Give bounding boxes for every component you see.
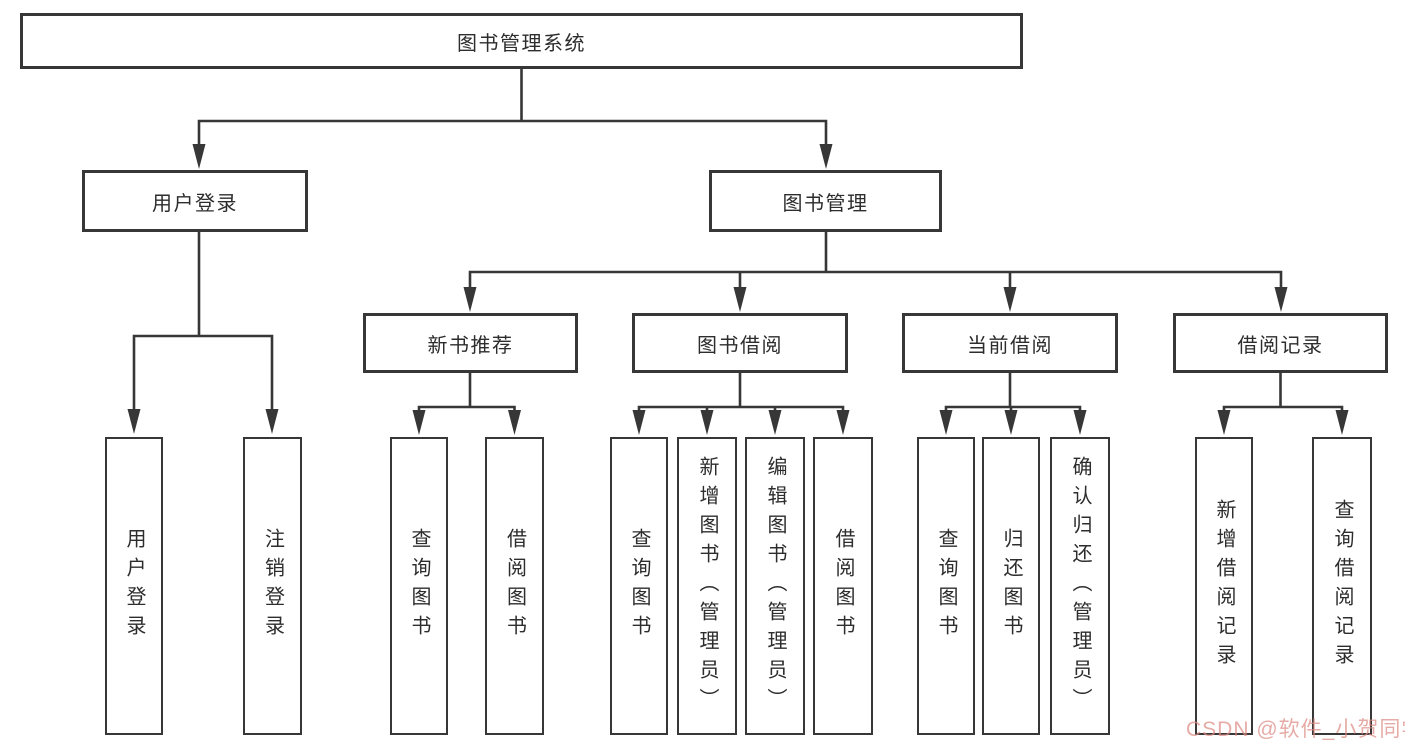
node-label: 用户登录 — [152, 192, 238, 215]
arrowhead — [192, 144, 206, 169]
connector-borrow-to-leaves — [637, 373, 845, 411]
connector-userlogin-to-leaves — [132, 231, 274, 410]
arrowhead — [836, 410, 850, 435]
node-new-book-recommend: 新书推荐 — [363, 313, 578, 373]
node-current-confirm-return-admin: 确认归还（管理员） — [1050, 437, 1110, 735]
node-label: 新增借阅记录 — [1213, 499, 1235, 673]
node-label: 借阅记录 — [1237, 334, 1324, 357]
watermark: CSDN @软件_小贺同学 — [1186, 718, 1405, 741]
arrowhead — [1073, 410, 1087, 435]
connector-record-to-leaves — [1222, 373, 1344, 411]
node-book-management: 图书管理 — [709, 170, 942, 232]
connector-bookmgmt-to-level3 — [468, 231, 1283, 288]
node-label: 图书管理 — [782, 192, 869, 215]
node-root-system: 图书管理系统 — [20, 13, 1023, 69]
arrowhead — [508, 410, 521, 435]
arrowhead — [939, 410, 953, 435]
arrowhead — [1003, 287, 1017, 312]
node-login-user-login: 用户登录 — [105, 437, 163, 735]
arrowhead — [1274, 287, 1288, 312]
node-label: 确认归还（管理员） — [1069, 455, 1091, 717]
node-borrow-borrow-book: 借阅图书 — [813, 437, 873, 735]
node-record-query-record: 查询借阅记录 — [1312, 437, 1372, 735]
node-book-borrow: 图书借阅 — [632, 313, 848, 373]
node-recommend-borrow-book: 借阅图书 — [485, 437, 544, 735]
arrowheads — [127, 144, 1349, 435]
node-label: 注销登录 — [261, 528, 284, 644]
arrowhead — [265, 409, 279, 434]
node-login-logout: 注销登录 — [243, 437, 302, 735]
node-label: 用户登录 — [123, 528, 145, 644]
node-label: 新书推荐 — [427, 334, 514, 357]
node-label: 查询图书 — [628, 528, 650, 644]
node-label: 编辑图书（管理员） — [764, 455, 786, 717]
node-label: 借阅图书 — [503, 528, 526, 644]
node-label: 图书管理系统 — [457, 32, 586, 55]
arrowhead — [700, 410, 714, 435]
arrowhead — [768, 410, 782, 435]
node-label: 归还图书 — [1000, 528, 1022, 644]
arrowhead — [412, 410, 426, 435]
node-borrow-record: 借阅记录 — [1173, 313, 1388, 373]
arrowhead — [733, 287, 747, 312]
node-record-add-record: 新增借阅记录 — [1195, 437, 1253, 735]
node-user-login: 用户登录 — [82, 170, 308, 232]
arrowhead — [463, 287, 477, 312]
node-label: 查询借阅记录 — [1331, 499, 1353, 673]
node-borrow-add-book-admin: 新增图书（管理员） — [677, 437, 737, 735]
node-label: 图书借阅 — [697, 334, 783, 357]
node-borrow-edit-book-admin: 编辑图书（管理员） — [745, 437, 805, 735]
arrowhead — [819, 144, 833, 169]
connector-recommend-to-leaves — [417, 373, 516, 411]
node-label: 借阅图书 — [832, 528, 854, 644]
arrowhead — [1004, 410, 1018, 435]
node-current-return-book: 归还图书 — [982, 437, 1040, 735]
arrowhead — [127, 409, 141, 434]
node-current-borrow: 当前借阅 — [902, 313, 1118, 373]
arrowhead — [1335, 410, 1349, 435]
node-recommend-query-book: 查询图书 — [390, 437, 448, 735]
arrowhead — [1217, 410, 1231, 435]
connector-root-to-level2 — [197, 69, 828, 145]
node-label: 当前借阅 — [967, 334, 1053, 357]
node-label: 查询图书 — [935, 528, 957, 644]
node-label: 查询图书 — [408, 528, 430, 644]
node-current-query-book: 查询图书 — [917, 437, 975, 735]
arrowhead — [632, 410, 646, 435]
node-borrow-query-book: 查询图书 — [610, 437, 668, 735]
node-label: 新增图书（管理员） — [696, 455, 718, 717]
connector-current-to-leaves — [944, 373, 1082, 411]
